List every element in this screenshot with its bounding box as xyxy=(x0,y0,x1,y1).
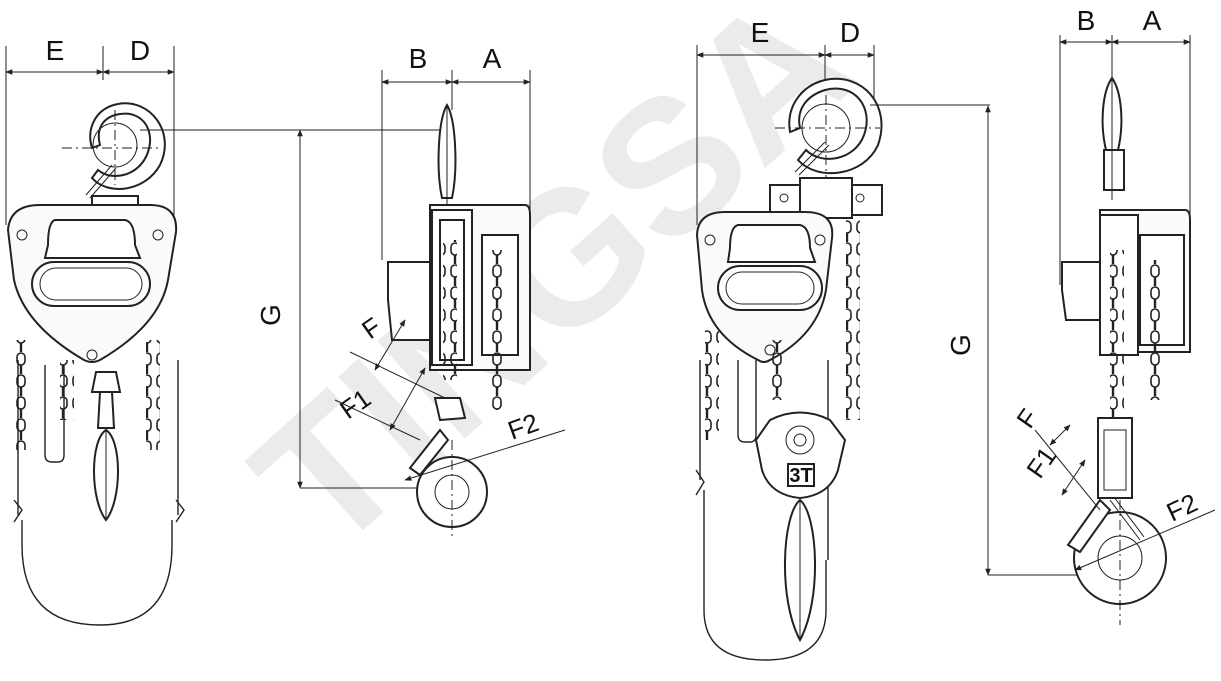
dim-label-f2-2: F2 xyxy=(1162,487,1202,527)
hoist-1-front-view: E D xyxy=(5,35,185,626)
capacity-label: 3T xyxy=(789,465,812,487)
hoist-2-front-view: E D 3T xyxy=(695,17,990,661)
dim-label-b: B xyxy=(409,43,428,74)
dim-label-g-2: G xyxy=(945,334,976,356)
dim-label-e: E xyxy=(46,35,65,66)
dim-label-e-2: E xyxy=(751,17,770,48)
dim-label-g: G xyxy=(255,304,286,326)
dim-label-f-2: F xyxy=(1010,403,1044,433)
hoist-2-side-view: B A G F F1 F2 xyxy=(945,5,1216,625)
dim-label-a: A xyxy=(483,43,502,74)
dim-label-d-2: D xyxy=(840,17,860,48)
dim-label-b-2: B xyxy=(1077,5,1096,36)
dim-label-a-2: A xyxy=(1143,5,1162,36)
dim-label-f1-2: F1 xyxy=(1020,441,1062,483)
dim-label-d: D xyxy=(130,35,150,66)
top-hook xyxy=(62,102,166,211)
